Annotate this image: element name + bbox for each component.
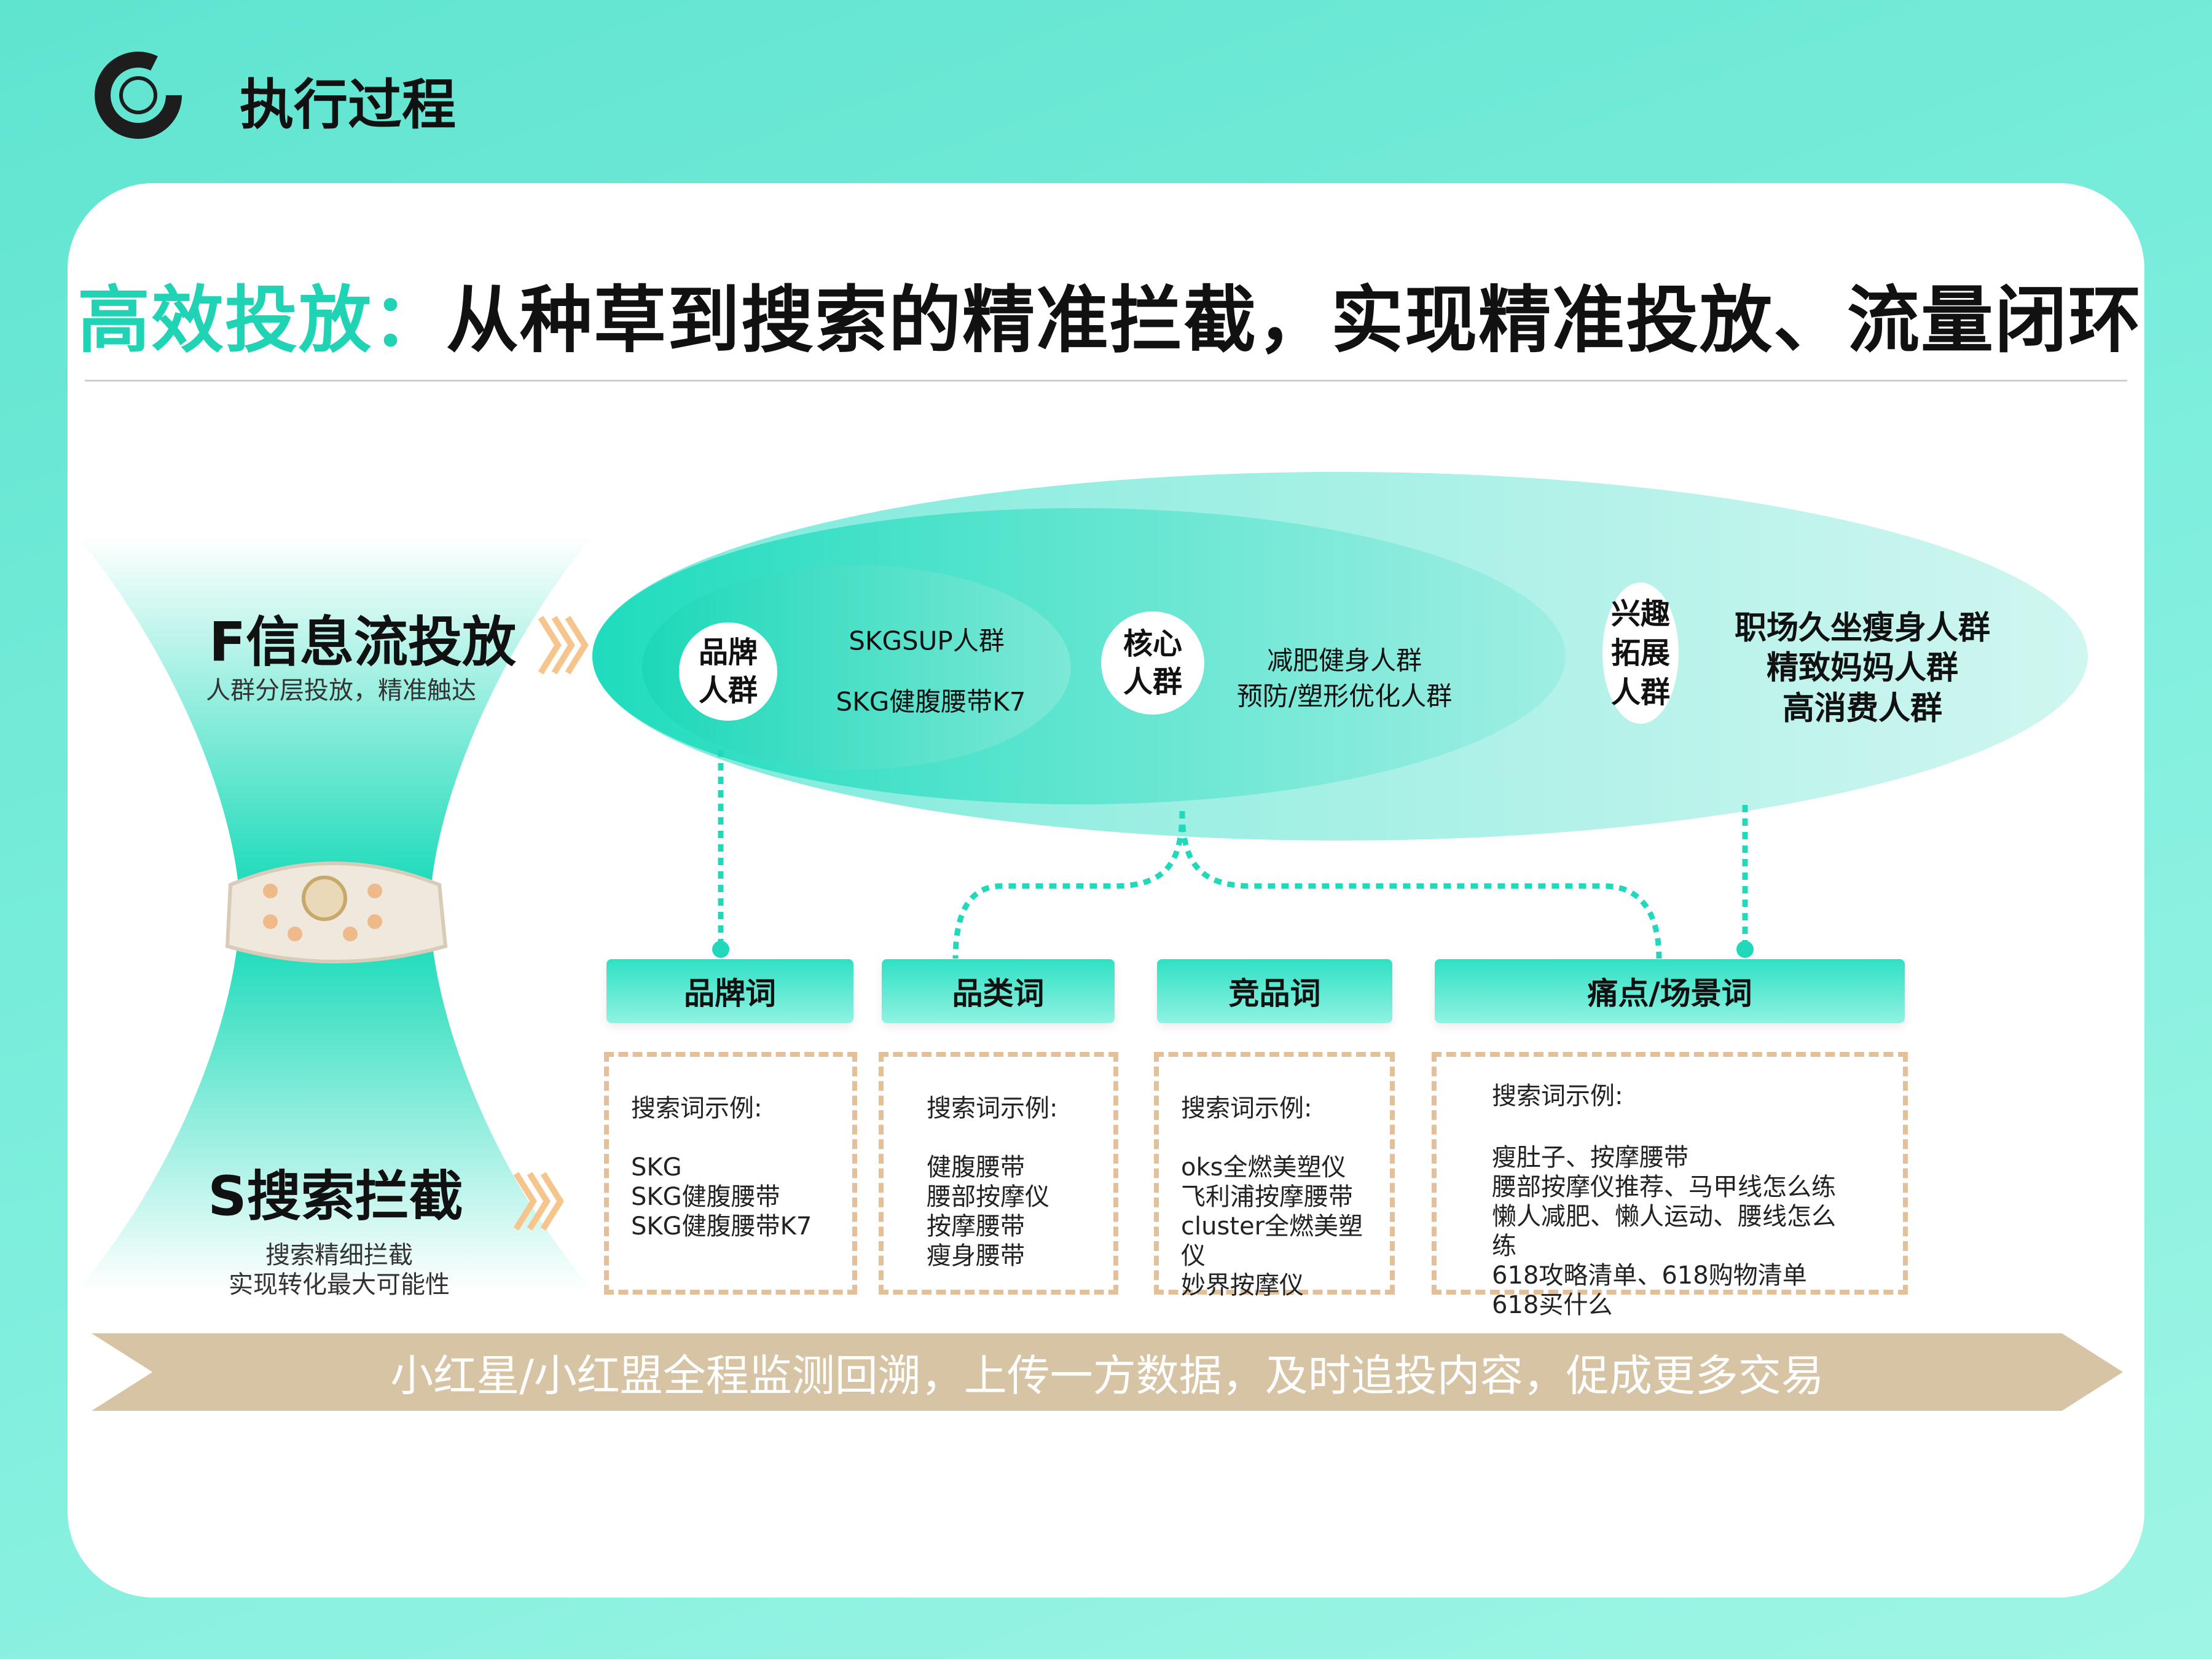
core-audience-label: 核心人群 — [1123, 627, 1183, 699]
interest-audience-label: 兴趣拓展人群 — [1610, 597, 1671, 710]
s-title: S搜索拦截 — [208, 1164, 463, 1228]
f-subtitle: 人群分层投放，精准触达 — [206, 677, 476, 705]
keyword-pill-painpoint: 痛点/场景词 — [1435, 959, 1905, 1023]
keyword-box-competitor: 搜索词示例: oks全燃美塑仪 飞利浦按摩腰带 cluster全燃美塑仪 妙界按… — [1154, 1052, 1395, 1300]
core-audience-item: 预防/塑形优化人群 — [1236, 681, 1453, 712]
keyword-pill-competitor: 竞品词 — [1157, 959, 1392, 1023]
list-item: 618攻略清单、618购物清单 — [1492, 1261, 1807, 1290]
logo-icon — [95, 52, 182, 139]
list-item: oks全燃美塑仪 — [1181, 1153, 1346, 1182]
list-item: 妙界按摩仪 — [1181, 1271, 1304, 1300]
keyword-box-category: 搜索词示例: 健腹腰带 腰部按摩仪 按摩腰带 瘦身腰带 — [879, 1052, 1118, 1295]
headline-text: 从种草到搜索的精准拦截，实现精准投放、流量闭环 — [446, 278, 2143, 363]
brand-audience-item: SKGSUP人群 — [849, 626, 1005, 656]
brand-audience-item: SKG健腹腰带K7 — [836, 686, 1026, 717]
list-item: 腰部按摩仪 — [927, 1183, 1049, 1211]
list-item: 懒人减肥、懒人运动、腰线怎么练 — [1492, 1202, 1836, 1260]
list-item: 瘦身腰带 — [927, 1242, 1025, 1270]
list-item: 按摩腰带 — [927, 1212, 1025, 1241]
page-title: 执行过程 — [240, 73, 457, 136]
headline: 高效投放：从种草到搜索的精准拦截，实现精准投放、流量闭环 — [77, 261, 2142, 366]
chevron-icon — [513, 616, 589, 1231]
f-title: F信息流投放 — [208, 610, 517, 674]
list-item: SKG健腹腰带 — [631, 1183, 780, 1211]
core-audience-item: 减肥健身人群 — [1266, 645, 1422, 676]
s-subtitle-2: 实现转化最大可能性 — [229, 1271, 450, 1299]
list-item: 飞利浦按摩腰带 — [1181, 1183, 1353, 1211]
list-item: 瘦肚子、按摩腰带 — [1492, 1143, 1688, 1172]
interest-audience-item: 高消费人群 — [1782, 690, 1943, 728]
s-subtitle-1: 搜索精细拦截 — [265, 1241, 413, 1269]
brand-audience-label: 品牌人群 — [698, 635, 758, 708]
divider — [85, 380, 2127, 382]
list-item: SKG健腹腰带K7 — [631, 1212, 812, 1241]
keyword-pill-brand: 品牌词 — [606, 959, 853, 1023]
connector-lines — [718, 750, 1748, 959]
headline-highlight: 高效投放： — [77, 278, 447, 363]
keyword-pill-category: 品类词 — [882, 959, 1115, 1023]
brand-audience-ellipse — [642, 565, 1071, 769]
waist-massager-image — [225, 861, 448, 963]
keyword-box-brand: 搜索词示例: SKG SKG健腹腰带 SKG健腹腰带K7 — [604, 1052, 857, 1295]
monitoring-banner: 小红星/小红盟全程监测回溯，上传一方数据，及时追投内容，促成更多交易 — [92, 1333, 2123, 1411]
list-item: 腰部按摩仪推荐、马甲线怎么练 — [1492, 1173, 1836, 1201]
list-item: SKG — [631, 1153, 682, 1182]
list-item: cluster全燃美塑仪 — [1181, 1212, 1363, 1270]
interest-audience-item: 职场久坐瘦身人群 — [1734, 610, 1991, 647]
keyword-box-painpoint: 搜索词示例: 瘦肚子、按摩腰带 腰部按摩仪推荐、马甲线怎么练 懒人减肥、懒人运动… — [1432, 1052, 1908, 1319]
interest-audience-item: 精致妈妈人群 — [1766, 649, 1959, 687]
list-item: 健腹腰带 — [927, 1153, 1025, 1182]
list-item: 618买什么 — [1492, 1291, 1613, 1319]
